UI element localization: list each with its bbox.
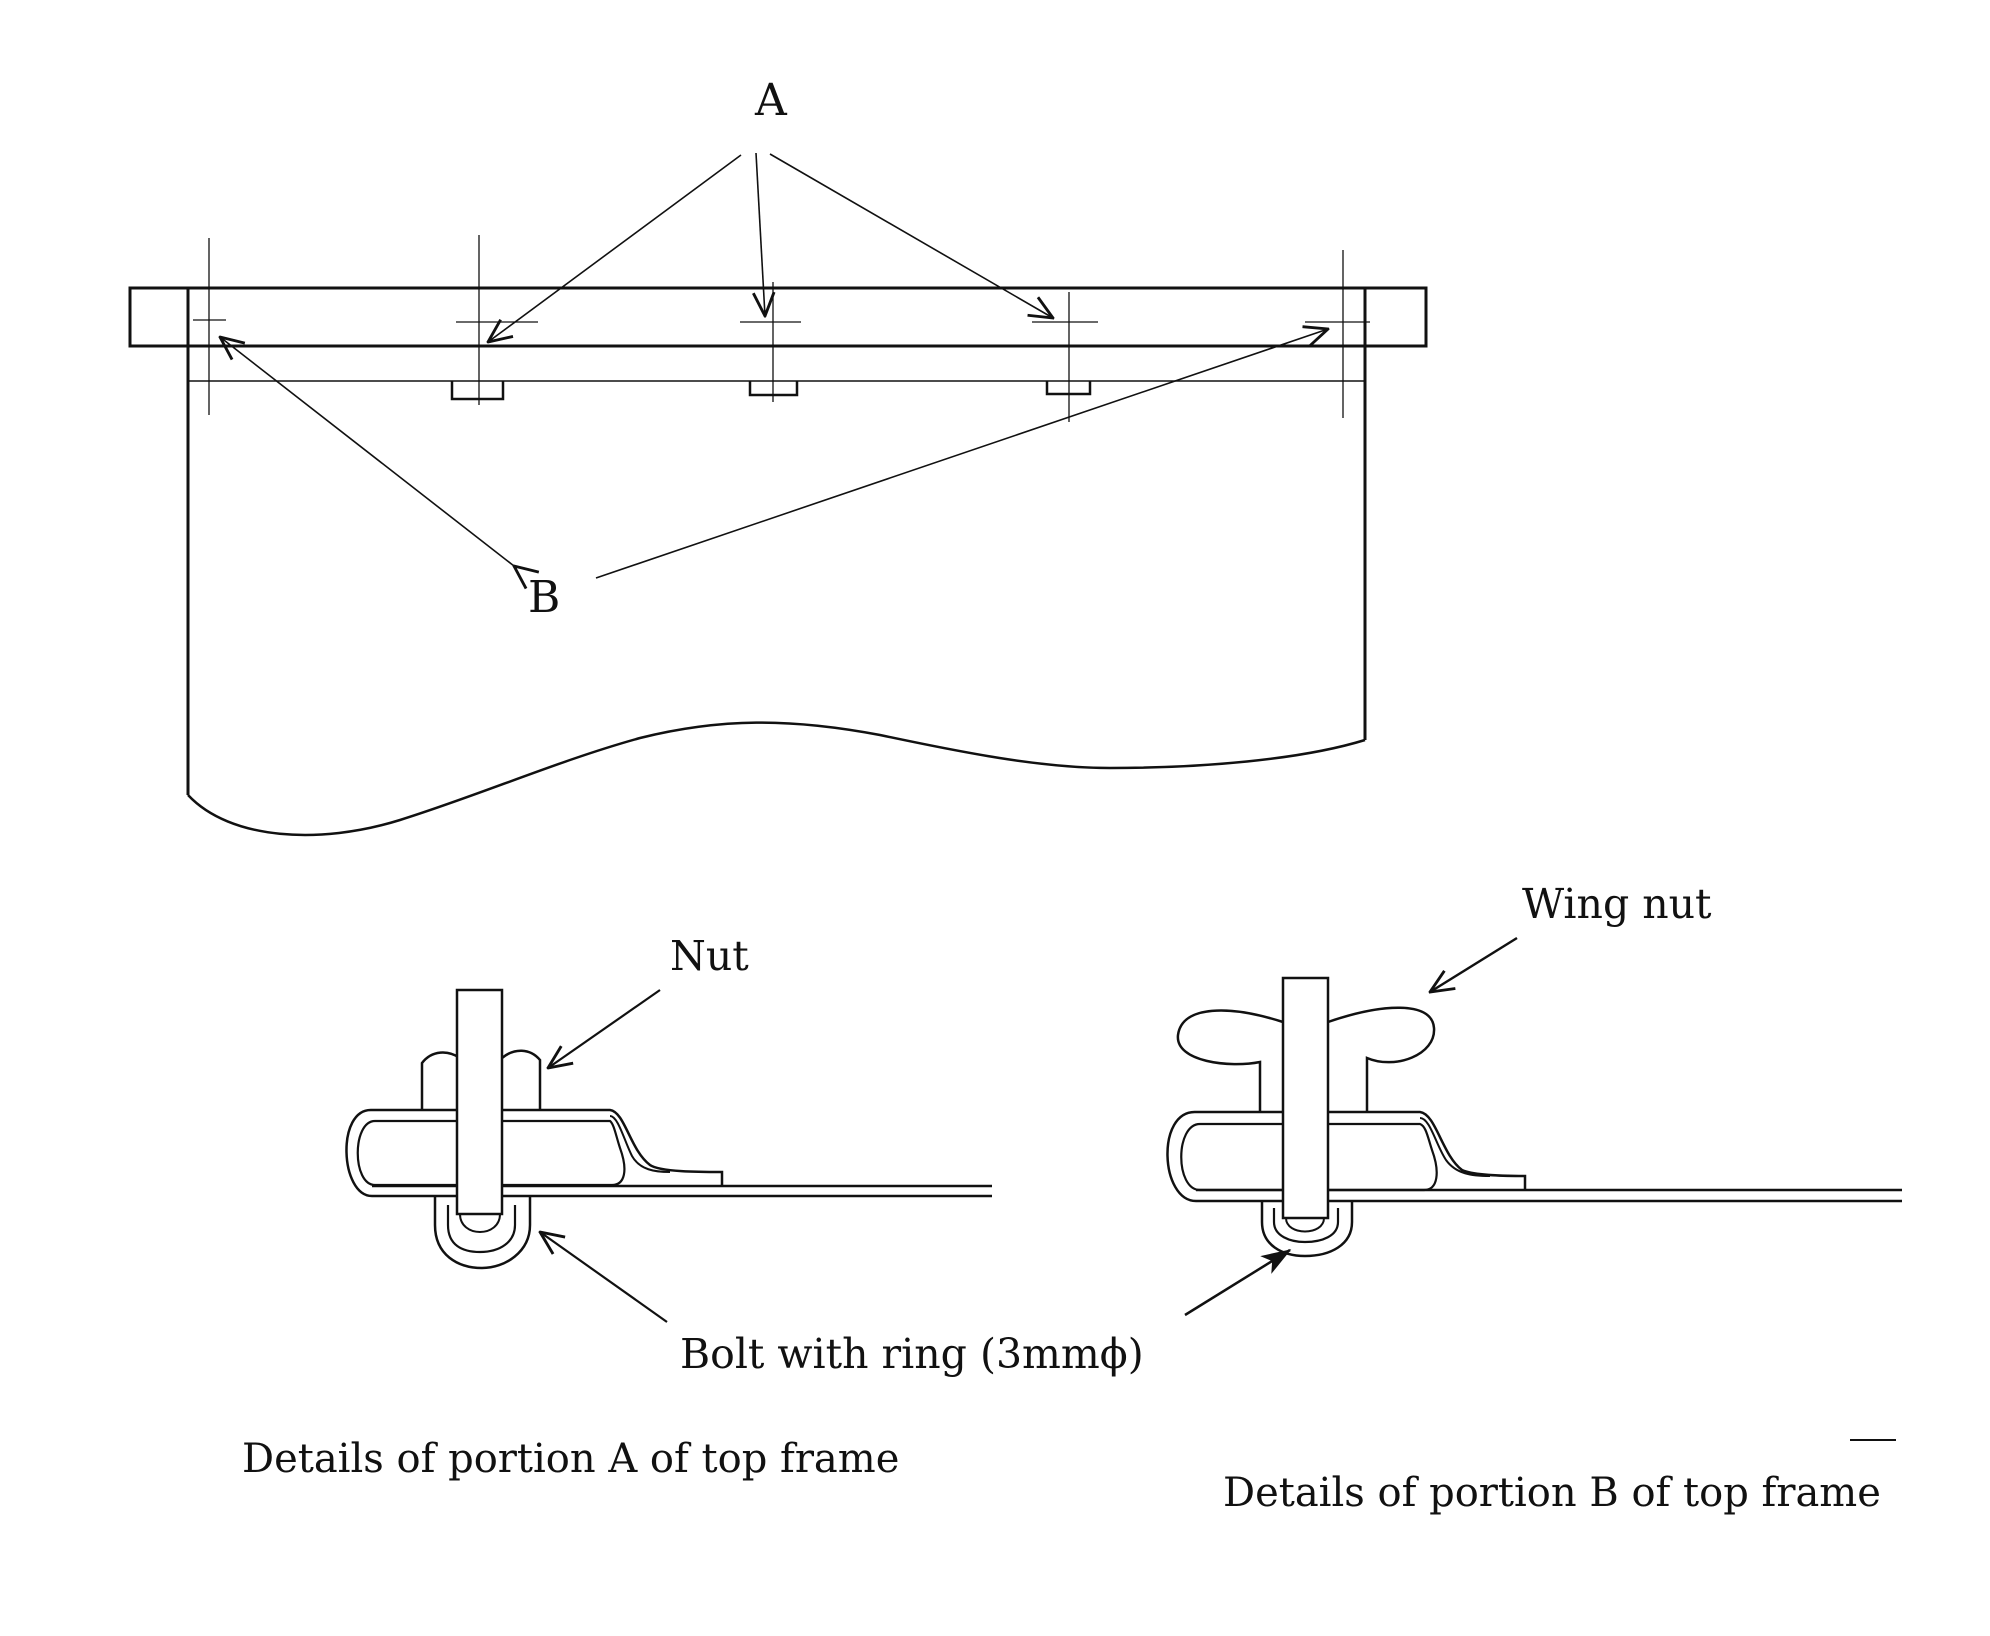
rim-outer-a bbox=[345, 1108, 724, 1198]
caption-portion-a: Details of portion A of top frame bbox=[242, 1436, 899, 1482]
crosshair-a-3 bbox=[1032, 292, 1098, 422]
rim-outer-b bbox=[1166, 1110, 1527, 1203]
b-arrow-right bbox=[595, 329, 1328, 579]
bolt-ring-eye-a bbox=[459, 1213, 501, 1233]
a-arrow-1 bbox=[488, 154, 742, 342]
detail-a bbox=[345, 988, 992, 1323]
b-leaders bbox=[220, 329, 1328, 578]
label-a: A bbox=[754, 75, 788, 126]
top-rail bbox=[128, 286, 1428, 348]
top-frame-view bbox=[128, 235, 1428, 837]
label-wing-nut: Wing nut bbox=[1522, 880, 1712, 928]
bolt-ring-inner-b bbox=[1272, 1208, 1340, 1244]
rim-inner-b bbox=[1180, 1122, 1438, 1192]
a-arrow-2 bbox=[756, 152, 765, 316]
label-b: B bbox=[528, 572, 560, 623]
bolt-shank-a bbox=[455, 988, 504, 1216]
rim-curl-a bbox=[609, 1115, 671, 1173]
b-arrow-left bbox=[220, 337, 514, 566]
bolt-ring-outer-b bbox=[1260, 1201, 1354, 1258]
rim-inner-a bbox=[356, 1119, 626, 1187]
rim-curl-b bbox=[1419, 1117, 1491, 1177]
bolt-ring-inner-a bbox=[446, 1205, 517, 1254]
bolt-ring-eye-b bbox=[1285, 1217, 1325, 1233]
nut-leader-a bbox=[548, 989, 661, 1068]
bolt-ring-outer-a bbox=[433, 1196, 532, 1270]
a-arrow-3 bbox=[769, 153, 1053, 318]
detail-b bbox=[1166, 936, 1902, 1317]
crosshair-a-1 bbox=[456, 235, 538, 405]
a-leaders bbox=[488, 152, 1053, 342]
crosshair-b-right bbox=[1305, 250, 1370, 418]
break-line bbox=[187, 721, 1366, 837]
bolt-leader-a bbox=[540, 1232, 668, 1323]
tab-1 bbox=[450, 381, 505, 401]
bolt-leader-b bbox=[1184, 1248, 1292, 1317]
wing-nut-leader bbox=[1430, 936, 1518, 992]
label-nut: Nut bbox=[670, 932, 749, 980]
caption-portion-b: Details of portion B of top frame bbox=[1223, 1470, 1881, 1516]
label-bolt: Bolt with ring (3mmϕ) bbox=[680, 1330, 1144, 1378]
crosshair-b-left bbox=[193, 238, 226, 415]
bolt-shank-b bbox=[1281, 976, 1330, 1220]
